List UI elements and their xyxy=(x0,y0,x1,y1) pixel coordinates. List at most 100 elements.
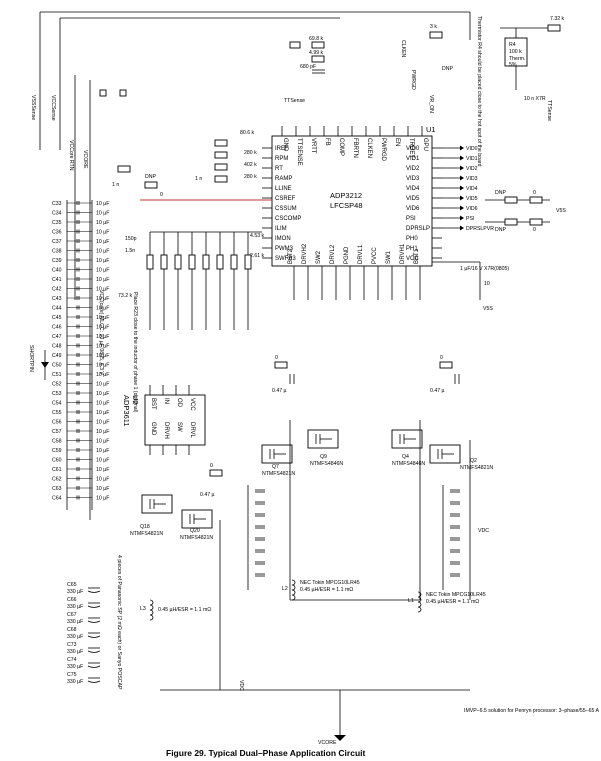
output-cap-value: 10 µF xyxy=(96,429,109,435)
output-cap-ref: C53 xyxy=(52,391,62,397)
shortpin-label: SHORTPIN xyxy=(28,345,34,372)
inductor-ref: L2 xyxy=(282,586,288,592)
bulk-cap-ref: C75 xyxy=(67,672,77,678)
mosfet-ref: Q20 xyxy=(190,528,200,534)
controller-part: ADP3212 xyxy=(330,191,362,200)
u1-left-pin: LLINE xyxy=(275,186,292,192)
output-cap-ref: C61 xyxy=(52,467,62,473)
r16-value: 402 k xyxy=(244,162,257,168)
c14-value: 1 n xyxy=(112,182,119,188)
output-cap-ref: C52 xyxy=(52,382,62,388)
mosfet-ref: Q18 xyxy=(140,524,150,530)
controller-ref: U1 xyxy=(426,125,436,134)
c3-value: 1 µF/16 V X7R(0805) xyxy=(460,266,509,272)
mosfet-part: NTMFS4821N xyxy=(460,465,493,471)
c1-value: 10 n X7R xyxy=(524,96,546,102)
u2-pin: SW xyxy=(176,422,182,432)
r28-value: 2.61 k xyxy=(250,253,265,259)
output-cap-ref: C43 xyxy=(52,296,62,302)
output-cap-value: 10 µF xyxy=(96,353,109,359)
u2-pin: IN xyxy=(163,398,169,404)
top-components: 69.8 k 4.99 k 680 pF 3 k DNP CLKEN PWRGD… xyxy=(284,24,453,113)
vid-net-label: DPRSLPVR xyxy=(466,226,494,232)
u1-right-pin: PH0 xyxy=(406,236,418,242)
output-cap-ref: C48 xyxy=(52,344,62,350)
bulk-cap-value: 330 µF xyxy=(67,649,83,655)
u1-right-pin: PSI xyxy=(406,216,416,222)
output-cap-ref: C39 xyxy=(52,258,62,264)
c11-value: 1 n xyxy=(195,176,202,182)
u1-left-pin: IREF xyxy=(275,146,289,152)
imvp-note-line: IMVP–6.5 solution for Penryn processor: … xyxy=(464,708,599,714)
inductor-spec: 0.45 µH/ESR = 1.1 mΩ xyxy=(426,599,479,605)
clken-net: CLKEN xyxy=(400,40,406,58)
vid-net-label: PSI xyxy=(466,216,474,222)
bulk-cap-note: 4 pieces of Panasonic SP (2 mΩ each) or … xyxy=(116,555,122,690)
u1-bottom-pin: DRVH2 xyxy=(302,243,308,264)
u1-left-pin: RT xyxy=(275,166,283,172)
r33-value: 0 xyxy=(275,355,278,361)
output-cap-value: 10 µF xyxy=(96,344,109,350)
bulk-cap-value: 330 µF xyxy=(67,589,83,595)
r68-value: 69.8 k xyxy=(309,36,324,42)
u1-right-pin: VID2 xyxy=(406,166,420,172)
vid-net-label: VID0 xyxy=(466,146,478,152)
vccore-label-left: VCORE xyxy=(82,150,88,169)
r32-value: 0 xyxy=(440,355,443,361)
bulk-cap-ref: C74 xyxy=(67,657,77,663)
u1-bottom-pin: BST1 xyxy=(414,248,420,264)
u1-top-pin: VRTT xyxy=(310,138,316,154)
u1-top-pin: CLKEN xyxy=(366,138,372,158)
output-cap-ref: C36 xyxy=(52,230,62,236)
output-cap-ref: C62 xyxy=(52,477,62,483)
output-cap-ref: C38 xyxy=(52,249,62,255)
bulk-cap-ref: C67 xyxy=(67,612,77,618)
vss-sense-label: VSSSense xyxy=(30,95,36,120)
r72-value: DNP xyxy=(495,227,506,233)
u1-top-pin: EN xyxy=(394,138,400,146)
r69-value: 0 xyxy=(533,190,536,196)
u1-bottom-pin: PGND xyxy=(344,246,350,264)
thermistor-ref: R4 xyxy=(509,42,516,48)
output-cap-ref: C49 xyxy=(52,353,62,359)
u1-right-pin: DPRSLP xyxy=(406,226,430,232)
output-cap-value: 10 µF xyxy=(96,239,109,245)
u2-pin: DRVL xyxy=(189,422,195,439)
c16-value: 0.47 µ xyxy=(430,388,445,394)
r46-value: DNP xyxy=(442,66,453,72)
output-cap-value: 10 µF xyxy=(96,315,109,321)
vid-resistors: 0 DNP 0 DNP V5S xyxy=(485,190,566,233)
output-cap-ref: C33 xyxy=(52,201,62,207)
bulk-cap-ref: C73 xyxy=(67,642,77,648)
u1-right-pin: VID5 xyxy=(406,196,420,202)
mosfet-part: NTMFS4821N xyxy=(262,471,295,477)
output-cap-value: 10 µF xyxy=(96,325,109,331)
output-cap-value: 10 µF xyxy=(96,448,109,454)
r67-value: 4.99 k xyxy=(309,50,324,56)
vcore-output-net: VCORE xyxy=(318,740,337,746)
u1-left-pin: RAMP xyxy=(275,176,292,182)
output-cap-ref: C55 xyxy=(52,410,62,416)
resistor-column xyxy=(146,231,262,330)
output-cap-value: 10 µF xyxy=(96,249,109,255)
output-cap-value: 10 µF xyxy=(96,306,109,312)
bulk-cap-value: 330 µF xyxy=(67,679,83,685)
output-cap-ref: C57 xyxy=(52,429,62,435)
bulk-cap-value: 330 µF xyxy=(67,634,83,640)
bootstrap-rc: 0 0.47 µ 0 0.47 µ 0 0.47 µ xyxy=(200,355,460,498)
rcs-note: Place R23 close to the inductor of phase… xyxy=(132,292,138,413)
mosfet-part: NTMFS4846N xyxy=(392,461,425,467)
output-capacitor-bank xyxy=(66,200,93,510)
output-cap-ref: C46 xyxy=(52,325,62,331)
u2-pin: BST xyxy=(150,398,156,410)
vid-net-label: VID4 xyxy=(466,186,478,192)
controller-left-pins: IREFRPMRTRAMPLLINECSREFCSSUMCSCOMPILIMIM… xyxy=(262,146,301,262)
output-cap-ref: C51 xyxy=(52,372,62,378)
vid-net-label: VID3 xyxy=(466,176,478,182)
u1-left-pin: IMON xyxy=(275,236,291,242)
c76-value: 0.47 µ xyxy=(200,492,215,498)
output-cap-value: 10 µF xyxy=(96,401,109,407)
inductor-ref: L3 xyxy=(140,606,146,612)
